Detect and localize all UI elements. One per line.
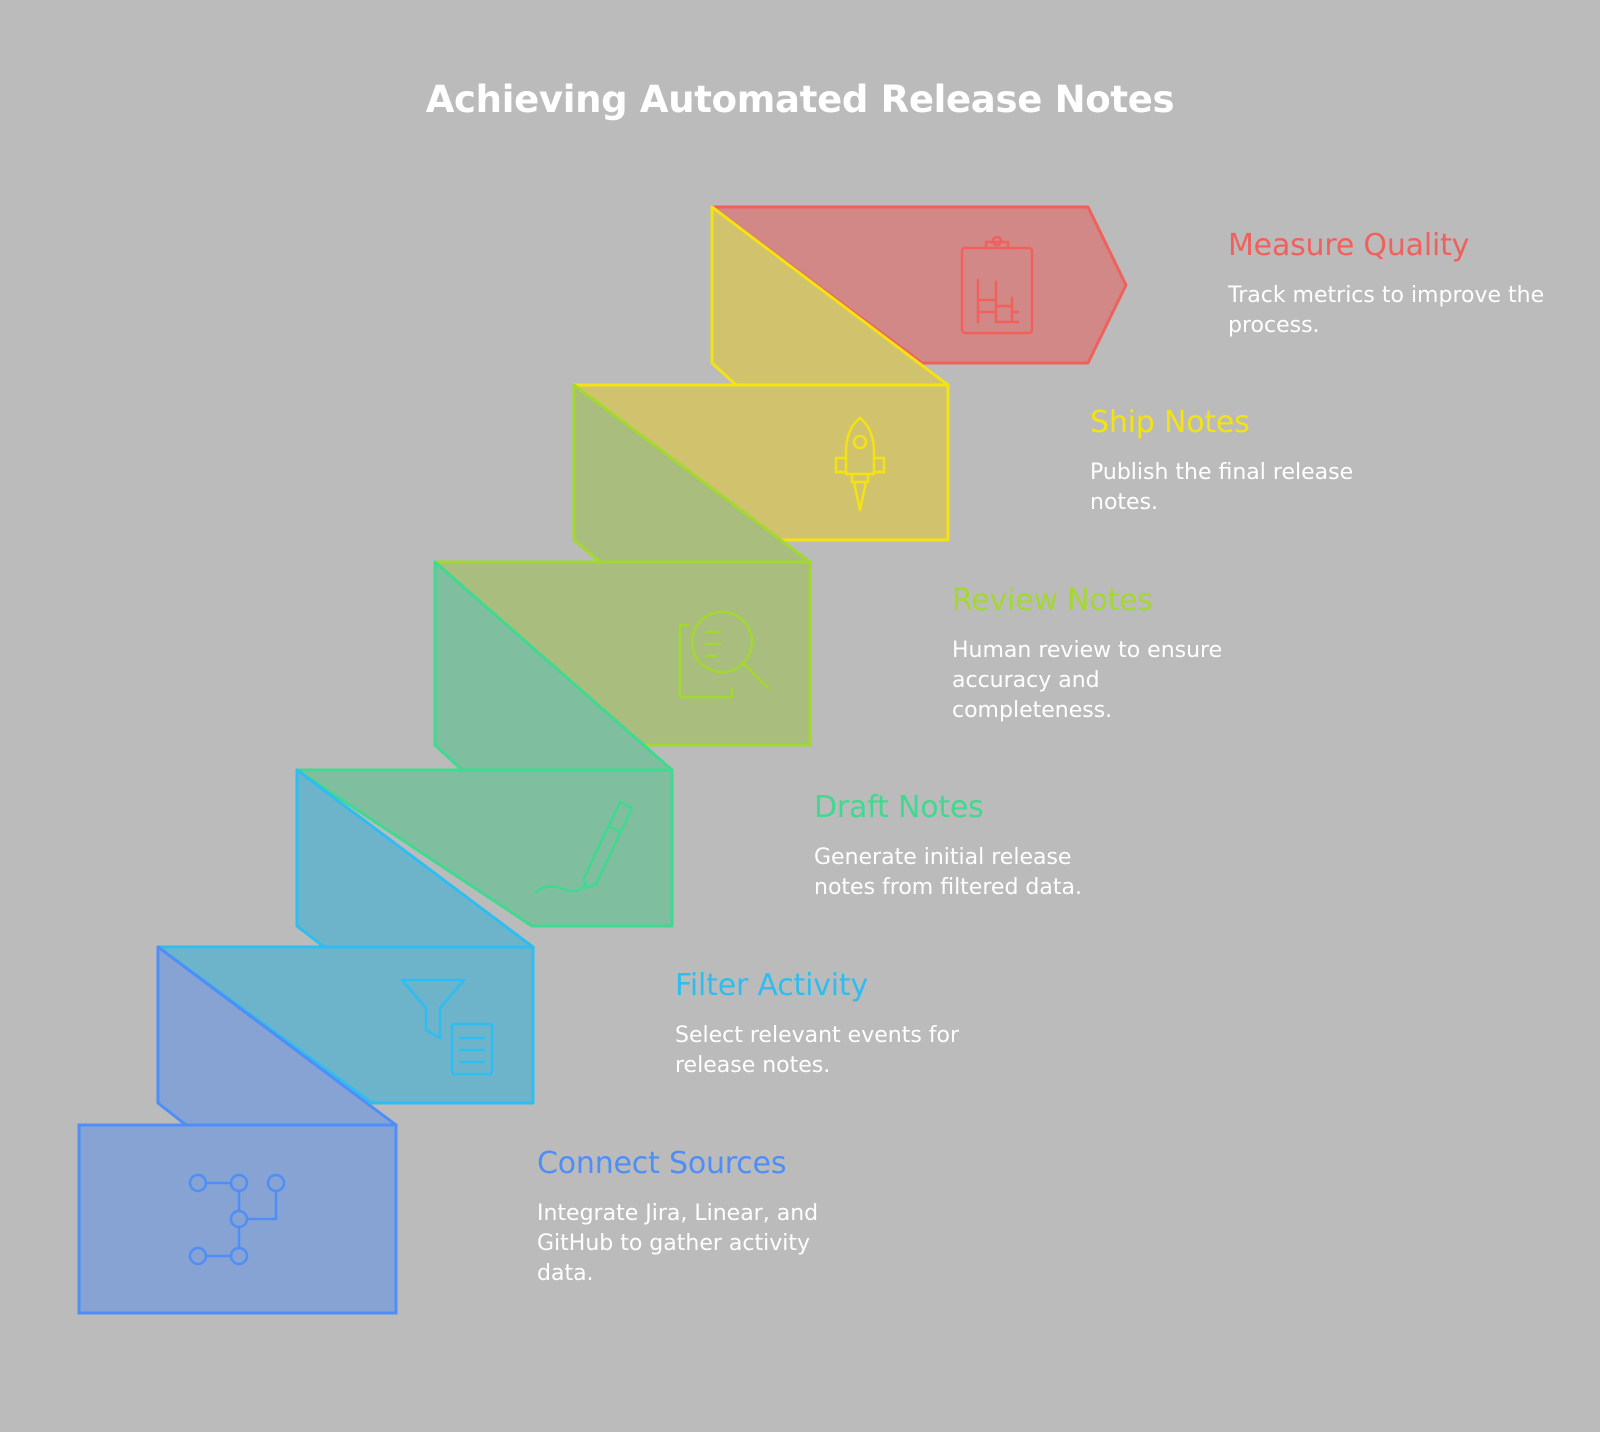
git-branch-icon <box>188 1173 286 1266</box>
step-title-measure-quality: Measure Quality <box>1228 228 1470 263</box>
step-filter-activity-box <box>156 945 535 1105</box>
step-review-notes <box>433 383 812 747</box>
step-description-ship-notes: Publish the final release notes. <box>1090 460 1354 515</box>
rocket-icon <box>834 416 886 512</box>
step-title-ship-notes: Ship Notes <box>1090 405 1250 440</box>
step-description-draft-notes: Generate initial release notes from filt… <box>814 845 1082 900</box>
step-text-filter-activity: Filter Activity Select relevant events f… <box>675 968 975 1081</box>
step-description-connect-sources: Integrate Jira, Linear, and GitHub to ga… <box>537 1201 819 1286</box>
step-text-ship-notes: Ship Notes Publish the final release not… <box>1090 405 1390 518</box>
step-text-measure-quality: Measure Quality Track metrics to improve… <box>1228 228 1568 341</box>
step-title-connect-sources: Connect Sources <box>537 1146 787 1181</box>
diagram-title: Achieving Automated Release Notes <box>425 78 1175 121</box>
step-title-filter-activity: Filter Activity <box>675 968 869 1003</box>
step-text-connect-sources: Connect Sources Integrate Jira, Linear, … <box>537 1146 827 1289</box>
step-connect-sources-box <box>77 1123 398 1315</box>
step-ship-notes <box>572 205 950 542</box>
step-text-review-notes: Review Notes Human review to ensure accu… <box>952 583 1232 726</box>
step-description-review-notes: Human review to ensure accuracy and comp… <box>952 638 1223 723</box>
step-connect-sources <box>77 945 398 1315</box>
step-filter-activity <box>156 768 535 1105</box>
step-title-draft-notes: Draft Notes <box>814 790 984 825</box>
step-description-filter-activity: Select relevant events for release notes… <box>675 1023 960 1078</box>
step-measure-quality <box>710 205 1128 365</box>
step-description-measure-quality: Track metrics to improve the process. <box>1228 283 1545 338</box>
step-draft-notes <box>295 560 674 928</box>
clipboard-chart-icon <box>960 235 1034 335</box>
document-search-icon <box>678 610 770 699</box>
pen-writing-icon <box>534 800 634 894</box>
step-text-draft-notes: Draft Notes Generate initial release not… <box>814 790 1104 903</box>
step-title-review-notes: Review Notes <box>952 583 1153 618</box>
step-draft-notes-box <box>295 768 674 928</box>
step-measure-quality-box <box>710 205 1128 365</box>
funnel-document-icon <box>400 978 494 1076</box>
